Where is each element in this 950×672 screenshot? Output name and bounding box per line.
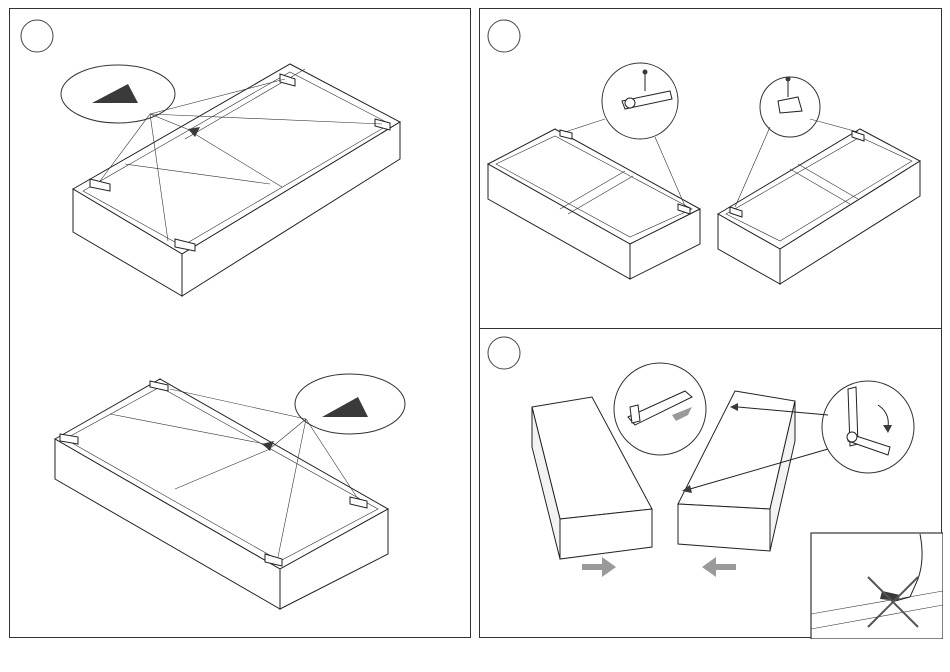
push-arrow-icon-right: [702, 557, 736, 577]
warning-inset: [811, 533, 943, 639]
step-circle-top-right: [488, 20, 520, 52]
top-right-illustration: [480, 9, 943, 331]
step-circle-left: [21, 20, 53, 52]
panel-left: [9, 8, 471, 638]
cabinet-half-right: [718, 129, 920, 284]
left-illustration: [10, 9, 472, 639]
panel-bottom-right: [479, 328, 942, 638]
panel-top-right: [479, 8, 942, 330]
cabinet-half-left: [488, 129, 700, 279]
step-circle-bottom-right: [488, 337, 520, 369]
bottom-right-illustration: [480, 329, 943, 639]
push-arrow-icon-left: [582, 557, 616, 577]
hinge-rotate-detail-bubble: [822, 381, 914, 473]
